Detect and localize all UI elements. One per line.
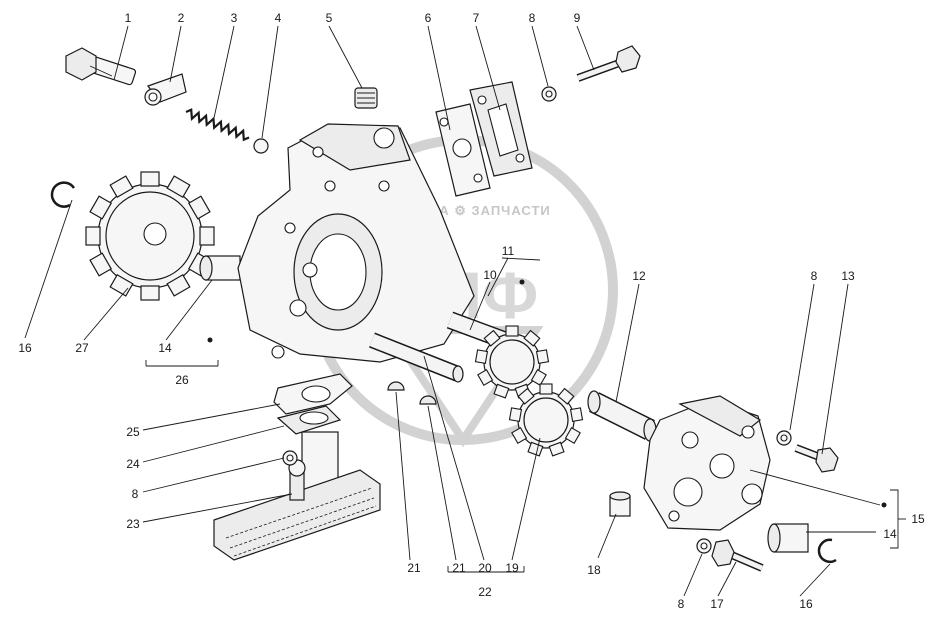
bolt-top-part	[576, 45, 641, 82]
callout-22: 22	[478, 585, 492, 599]
bushing-small-part	[609, 491, 631, 517]
callout-3: 3	[231, 11, 238, 25]
callout-2: 2	[178, 11, 185, 25]
washer-strainer-part	[282, 450, 298, 466]
washer-bottom-part	[696, 538, 712, 554]
callout-16-left: 16	[18, 341, 32, 355]
ball-part	[253, 138, 269, 154]
callout-8-top: 8	[529, 11, 536, 25]
spring-part	[185, 108, 250, 142]
callout-10: 10	[483, 268, 497, 282]
dot-marker-11	[519, 279, 525, 285]
callout-6: 6	[425, 11, 432, 25]
callout-labels: 1 2 3 4 5 6 7 8 9 11 10 12 8 13 16 27 14…	[18, 11, 925, 611]
callout-27: 27	[75, 341, 89, 355]
callout-11: 11	[502, 244, 515, 258]
callout-25: 25	[126, 425, 140, 439]
callout-17: 17	[710, 597, 724, 611]
key-right-part	[419, 395, 437, 405]
sprocket-gear-part	[85, 171, 215, 301]
flange-part	[469, 81, 533, 177]
callout-23: 23	[126, 517, 140, 531]
callout-24: 24	[126, 457, 140, 471]
washer-right-part	[776, 430, 792, 446]
callout-21-left: 21	[407, 561, 421, 575]
callout-1: 1	[125, 11, 132, 25]
dot-marker-26	[207, 337, 213, 343]
callout-8-bottom: 8	[678, 597, 685, 611]
callout-20: 20	[478, 561, 492, 575]
callout-15: 15	[911, 512, 925, 526]
bolt-right-part	[794, 444, 839, 473]
callout-14-left: 14	[158, 341, 172, 355]
callout-16-right: 16	[799, 597, 813, 611]
pump-gear-lower-part	[508, 383, 584, 457]
pump-housing-part	[237, 123, 475, 363]
bushing-right-part	[767, 523, 809, 553]
circlip-right-part	[817, 538, 837, 564]
callout-8-right: 8	[811, 269, 818, 283]
callout-7: 7	[473, 11, 480, 25]
circlip-left-part	[50, 181, 76, 208]
long-pin-part	[369, 332, 464, 383]
callout-9: 9	[574, 11, 581, 25]
plug-bolt-part	[65, 47, 137, 86]
pump-gear-upper-part	[474, 325, 550, 399]
callout-26: 26	[175, 373, 189, 387]
cover-plate-part	[643, 395, 771, 531]
callout-4: 4	[275, 11, 282, 25]
callout-5: 5	[326, 11, 333, 25]
callout-14-right: 14	[883, 527, 897, 541]
driven-shaft-part	[587, 390, 657, 442]
callout-12: 12	[632, 269, 646, 283]
dot-marker-15	[881, 502, 887, 508]
fitting-part	[354, 87, 378, 109]
callout-19: 19	[505, 561, 519, 575]
callout-8-strainer: 8	[132, 487, 139, 501]
key-left-part	[387, 381, 405, 391]
washer-top-part	[541, 86, 557, 102]
callout-21-right: 21	[452, 561, 466, 575]
callout-18: 18	[587, 563, 601, 577]
bolt-bottom-part	[711, 539, 764, 572]
lock-washer-part	[144, 73, 187, 106]
leader-lines	[24, 25, 906, 597]
bushing-left-part	[199, 255, 241, 281]
oil-strainer-part	[213, 373, 381, 561]
callout-13: 13	[841, 269, 855, 283]
